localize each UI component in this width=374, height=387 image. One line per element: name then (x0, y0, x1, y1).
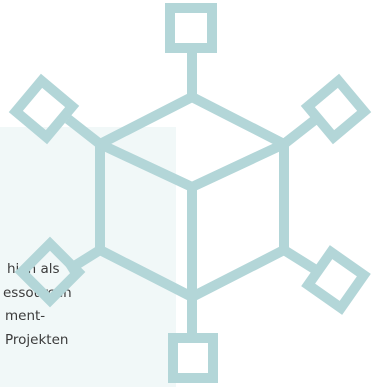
cube-top-edges (97, 139, 287, 193)
body-text-line: ment- (5, 308, 46, 324)
body-text-line: Projekten (5, 331, 69, 348)
node-square-lower-left (14, 236, 86, 308)
spoke-upper-left (64, 115, 104, 148)
node-square-top (165, 3, 217, 53)
node-square-bottom (168, 333, 218, 383)
spoke-lower-right (281, 245, 319, 275)
node-square-upper-right (300, 73, 372, 145)
node-square-lower-right (301, 245, 371, 315)
spoke-upper-right (280, 115, 320, 148)
node-square-upper-left (8, 73, 80, 145)
